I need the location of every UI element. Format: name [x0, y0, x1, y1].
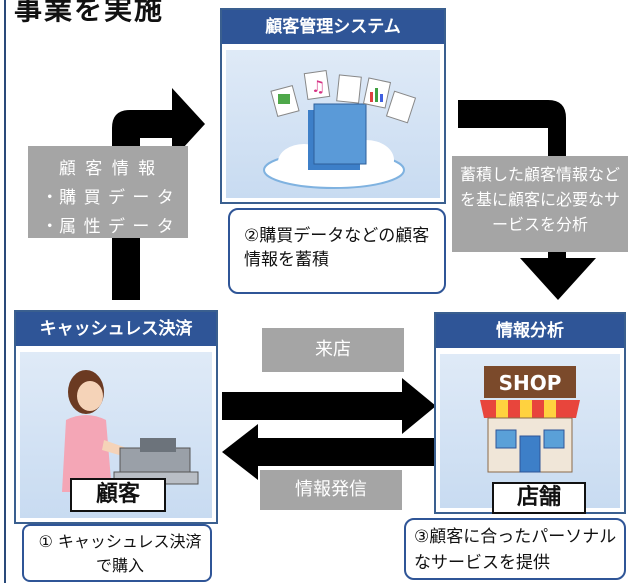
arrow-cashless-to-crm: [112, 88, 205, 300]
cloud-database-icon: ♫: [263, 70, 417, 189]
page-title: 事業を実施: [14, 0, 165, 26]
analysis-desc-text: 蓄積した顧客情報などを基に顧客に必要なサービスを分析: [459, 165, 620, 234]
info-analysis-title: 情報分析: [436, 314, 624, 348]
info-analysis-box: 情報分析 SHOP 店舗: [434, 312, 626, 514]
arrow-info-send: [222, 424, 436, 480]
cashless-payment-title: キャッシュレス決済: [16, 312, 216, 346]
analysis-note: ③顧客に合ったパーソナルなサービスを提供: [404, 518, 626, 580]
customer-info-label: 顧 客 情 報 ・購 買 デ ー タ ・属 性 デ ー タ: [28, 146, 188, 238]
cashless-payment-body: 顧客: [20, 352, 212, 518]
visit-label: 来店: [262, 328, 404, 372]
analysis-note-text: ③顧客に合ったパーソナルなサービスを提供: [414, 527, 617, 573]
cashless-note-text: ① キャッシュレス決済で購入: [38, 532, 202, 575]
attribute-data-text: ・属 性 デ ー タ: [41, 217, 175, 237]
shop-caption: 店舗: [492, 482, 586, 514]
purchase-data-text: ・購 買 デ ー タ: [41, 188, 175, 208]
crm-system-title: 顧客管理システム: [222, 10, 444, 44]
crm-note-text: ②購買データなどの顧客情報を蓄積: [244, 226, 430, 270]
info-analysis-body: SHOP 店舗: [440, 354, 620, 514]
shop-sign-text: SHOP: [499, 371, 562, 395]
info-send-label: 情報発信: [260, 470, 402, 510]
arrow-visit: [222, 378, 436, 434]
crm-note: ②購買データなどの顧客情報を蓄積: [228, 208, 446, 294]
crm-system-body: ♫: [226, 50, 440, 198]
cashless-payment-box: キャッシュレス決済 顧客: [14, 310, 218, 524]
customer-caption: 顧客: [70, 478, 166, 512]
crm-system-box: 顧客管理システム ♫: [220, 8, 446, 204]
svg-text:♫: ♫: [311, 77, 325, 96]
cashless-note: ① キャッシュレス決済で購入: [22, 524, 212, 582]
shop-icon: SHOP: [480, 366, 580, 473]
customer-info-title: 顧 客 情 報: [58, 159, 158, 179]
outer-frame: [4, 0, 629, 583]
analysis-desc-label: 蓄積した顧客情報などを基に顧客に必要なサービスを分析: [452, 156, 628, 252]
